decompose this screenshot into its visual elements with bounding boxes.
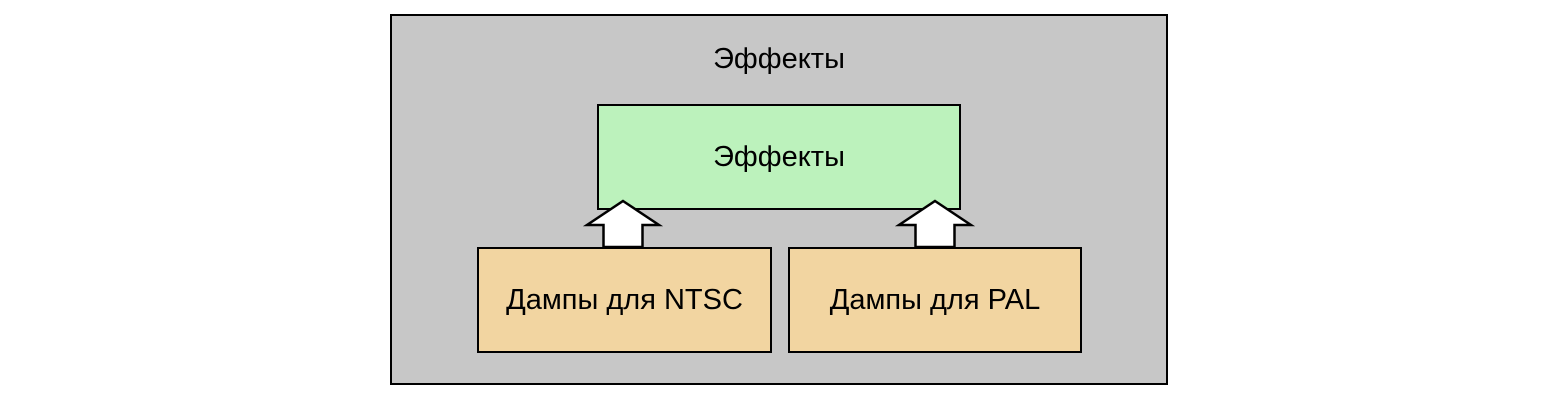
- node-dumps-ntsc: Дампы для NTSC: [477, 247, 772, 353]
- node-dumps-pal: Дампы для PAL: [788, 247, 1082, 353]
- node-effects-label: Эффекты: [713, 140, 845, 173]
- arrow-pal-to-effects: [894, 199, 976, 249]
- node-dumps-pal-label: Дампы для PAL: [829, 283, 1041, 316]
- node-effects: Эффекты: [597, 104, 961, 210]
- arrow-ntsc-to-effects: [582, 199, 664, 249]
- up-arrow-icon: [894, 199, 976, 249]
- node-dumps-ntsc-label: Дампы для NTSC: [506, 283, 743, 316]
- effects-group-title: Эффекты: [713, 43, 845, 75]
- up-arrow-icon: [582, 199, 664, 249]
